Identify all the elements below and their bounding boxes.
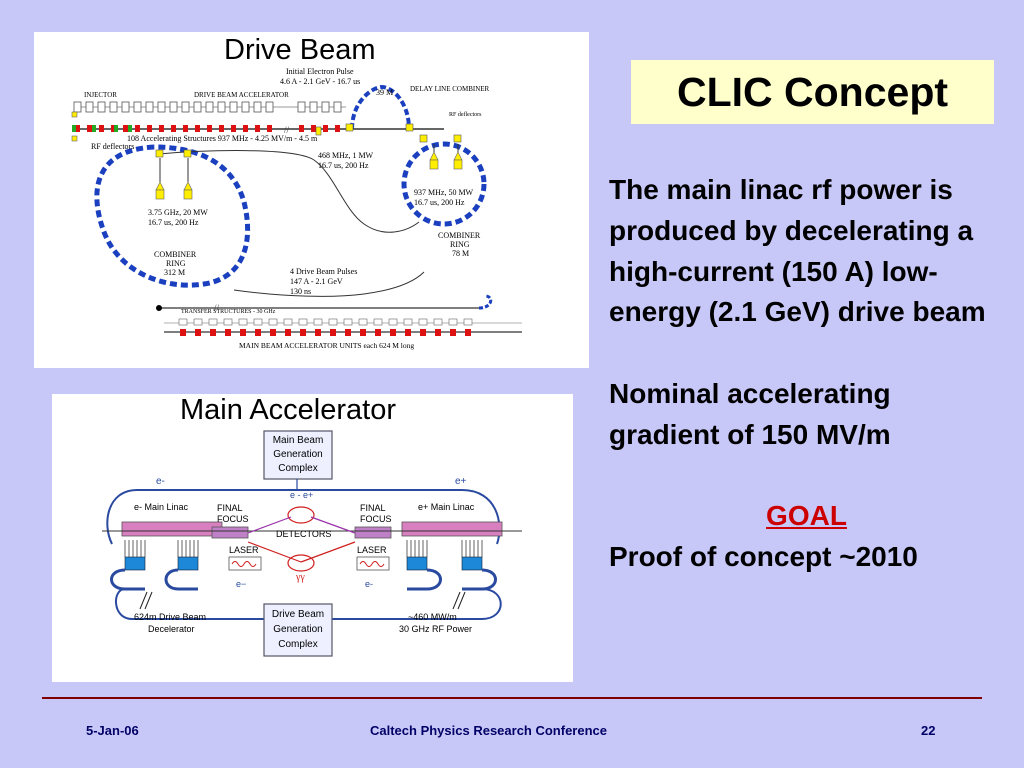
combiner-ring-78m xyxy=(401,134,487,227)
gen-bottom-line2: Generation xyxy=(273,624,322,635)
main-accelerator-figure: Main Beam Generation Complex e- e+ e - e… xyxy=(52,394,573,682)
final-focus-right-2: FOCUS xyxy=(360,514,392,524)
footer-date: 5-Jan-06 xyxy=(86,723,139,738)
gamma-gamma-label: γγ xyxy=(295,572,305,583)
pulses-line1: 4 Drive Beam Pulses xyxy=(290,267,357,276)
paragraph-rf-power: The main linac rf power is produced by d… xyxy=(609,174,986,328)
combiner-ring-312m xyxy=(94,126,420,288)
gen-bottom-line3: Complex xyxy=(278,639,317,650)
combiner-left-line3: 312 M xyxy=(164,268,185,277)
combiner-right-line3: 78 M xyxy=(452,249,469,258)
e-minus-bottom-left: e− xyxy=(236,579,246,589)
combiner-left-line1: COMBINER xyxy=(154,250,197,259)
drive-beam-title: Drive Beam xyxy=(224,34,376,66)
svg-text://: // xyxy=(284,125,290,135)
paragraph-gradient: Nominal accelerating gradient of 150 MV/… xyxy=(609,378,891,450)
slide-title: CLIC Concept xyxy=(676,68,949,115)
combiner-right-line1: COMBINER xyxy=(438,231,481,240)
rf-937-line2: 16.7 us, 200 Hz xyxy=(414,198,465,207)
decel-line2: Decelerator xyxy=(148,624,195,634)
goal-label: GOAL xyxy=(766,499,847,531)
e-minus-bottom-right: e- xyxy=(365,579,373,589)
combiner-left-line2: RING xyxy=(166,259,186,268)
e-plus-top: e+ xyxy=(455,476,467,487)
laser-left-label: LASER xyxy=(229,545,259,555)
delay-length-label: 39 M xyxy=(376,88,393,97)
e-minus-top: e- xyxy=(156,476,165,487)
footer-page-number: 22 xyxy=(921,723,936,738)
drive-beam-figure: // xyxy=(34,32,589,368)
structures-label: 108 Accelerating Structures 937 MHz - 4.… xyxy=(127,134,318,143)
rf-power-line1: ~460 MW/m xyxy=(408,612,457,622)
footer-divider xyxy=(42,697,982,699)
gen-bottom-line1: Drive Beam xyxy=(272,609,324,620)
pulses-line2: 147 A - 2.1 GeV xyxy=(290,277,343,286)
rf-468-line2: 16.7 us, 200 Hz xyxy=(318,161,369,170)
svg-text://: // xyxy=(214,303,220,313)
e-minus-linac: e- Main Linac xyxy=(134,502,189,512)
detectors-label: DETECTORS xyxy=(276,529,331,539)
main-accelerator-diagram: Main Beam Generation Complex e- e+ e - e… xyxy=(102,430,522,657)
delay-combiner-label: DELAY LINE COMBINER xyxy=(410,85,490,93)
goal-text: Proof of concept ~2010 xyxy=(609,540,918,572)
rf-deflectors-right-label: RF deflectors xyxy=(449,111,482,118)
gen-top-line1: Main Beam xyxy=(273,435,324,446)
rf-deflectors-left-label: RF deflectors xyxy=(91,142,134,151)
laser-right-label: LASER xyxy=(357,545,387,555)
pulses-line3: 130 ns xyxy=(290,287,311,296)
klystron-row: // xyxy=(72,101,342,135)
rf-937-line1: 937 MHz, 50 MW xyxy=(414,188,474,197)
footer-conference: Caltech Physics Research Conference xyxy=(370,723,607,738)
gen-top-line3: Complex xyxy=(278,463,317,474)
main-units-label: MAIN BEAM ACCELERATOR UNITS each 624 M l… xyxy=(239,341,414,350)
transfer-label: TRANSFER STRUCTURES - 30 GHz xyxy=(181,309,276,315)
drive-beam-diagram: // xyxy=(71,67,522,350)
pulse-label: Initial Electron Pulse xyxy=(286,67,354,76)
transfer-line: // xyxy=(156,271,522,336)
rf-power-line2: 30 GHz RF Power xyxy=(399,624,472,634)
rf-375-line1: 3.75 GHz, 20 MW xyxy=(148,208,208,217)
pulse-value: 4.6 A - 2.1 GeV - 16.7 us xyxy=(280,77,360,86)
rf-468-line1: 468 MHz, 1 MW xyxy=(318,151,374,160)
final-focus-left-1: FINAL xyxy=(217,503,243,513)
final-focus-right-1: FINAL xyxy=(360,503,386,513)
main-accelerator-title: Main Accelerator xyxy=(180,394,396,426)
accelerator-label: DRIVE BEAM ACCELERATOR xyxy=(194,91,289,99)
decel-line1: 624m Drive Beam xyxy=(134,612,206,622)
delay-line-loop xyxy=(344,84,444,132)
combiner-right-line2: RING xyxy=(450,240,470,249)
slide-body: The main linac rf power is produced by d… xyxy=(609,170,1004,577)
slide-title-box: CLIC Concept xyxy=(631,60,994,124)
injector-label: INJECTOR xyxy=(84,91,117,99)
rf-375-line2: 16.7 us, 200 Hz xyxy=(148,218,199,227)
gen-top-line2: Generation xyxy=(273,449,322,460)
e-plus-linac: e+ Main Linac xyxy=(418,502,475,512)
final-focus-left-2: FOCUS xyxy=(217,514,249,524)
e-minus-e-plus: e - e+ xyxy=(290,490,313,500)
